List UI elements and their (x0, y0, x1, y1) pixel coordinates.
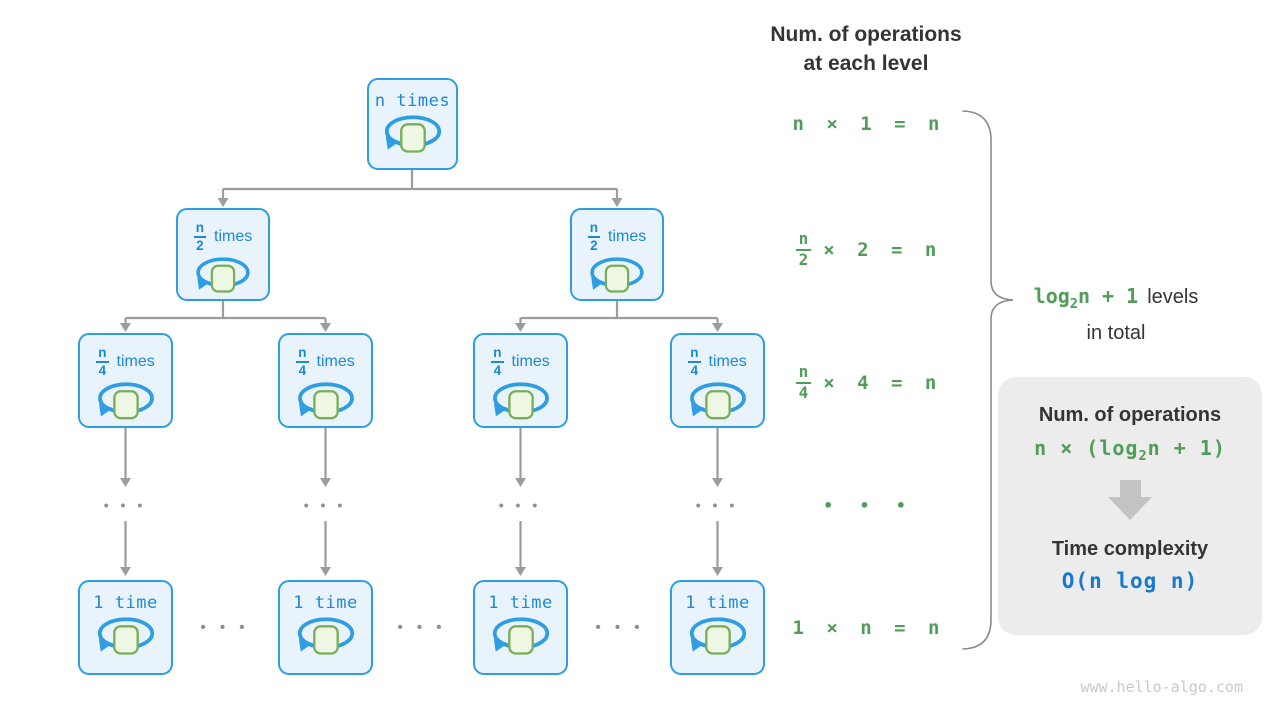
loop-icon (196, 257, 250, 294)
column-header: Num. of operations at each level (736, 20, 996, 78)
operations-formula: n × (log2n + 1) (1034, 436, 1226, 464)
node-label: 1 time (293, 593, 358, 613)
node-label: 1 time (488, 593, 553, 613)
big-o-value: O(n log n) (1061, 569, 1199, 593)
node-label: n times (374, 91, 451, 111)
ellipsis-row: • • • (200, 619, 250, 636)
loop-icon (492, 617, 549, 655)
ellipsis-row: • • • (397, 619, 447, 636)
node-label: 1 time (93, 593, 158, 613)
loop-icon (689, 617, 746, 655)
tree-node-bottom-1: 1 time (78, 580, 173, 675)
loop-icon (97, 382, 154, 420)
loop-icon (384, 115, 441, 153)
loop-icon (590, 257, 644, 294)
tree-node-bottom-2: 1 time (278, 580, 373, 675)
tree-node-root: n times (367, 78, 458, 170)
equation-ellipsis: • • • (823, 495, 912, 515)
equation-bottom: 1 × n = n (792, 617, 943, 639)
ellipsis-column: • • • (695, 497, 739, 513)
summary-box: Num. of operations n × (log2n + 1) Time … (998, 377, 1262, 635)
tree-node-bottom-4: 1 time (670, 580, 765, 675)
equation-level1: n × 1 = n (792, 113, 943, 135)
loop-icon (297, 617, 354, 655)
ellipsis-column: • • • (498, 497, 542, 513)
loop-icon (97, 617, 154, 655)
loop-icon (492, 382, 549, 420)
summary-title: Num. of operations (1038, 404, 1222, 426)
watermark: www.hello-algo.com (1080, 678, 1243, 696)
node-label: 1 time (685, 593, 750, 613)
header-line2: at each level (803, 52, 929, 75)
ellipsis-column: • • • (103, 497, 147, 513)
ellipsis-row: • • • (595, 619, 645, 636)
tree-node-bottom-3: 1 time (473, 580, 568, 675)
loop-icon (689, 382, 746, 420)
log2n-plus-1: log2n + 1 (1033, 284, 1139, 312)
header-line1: Num. of operations (770, 23, 962, 46)
ellipsis-column: • • • (303, 497, 347, 513)
time-complexity-label: Time complexity (1051, 538, 1209, 560)
levels-line2: in total (1086, 322, 1146, 344)
down-arrow-icon (1108, 480, 1152, 520)
loop-icon (297, 382, 354, 420)
